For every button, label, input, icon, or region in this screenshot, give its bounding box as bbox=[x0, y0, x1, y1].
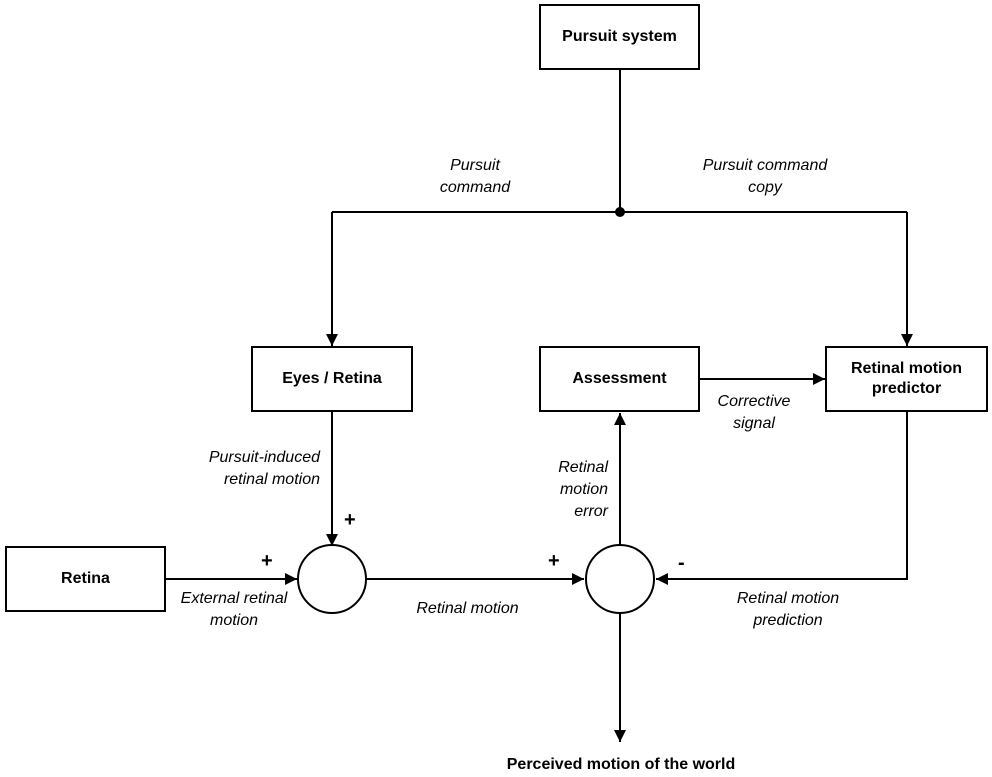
branch-point bbox=[615, 207, 625, 217]
retinal-motion-prediction-label: Retinal motion prediction bbox=[736, 590, 840, 629]
corrective-signal-label: Corrective signal bbox=[717, 393, 791, 432]
pursuit-system-box: Pursuit system bbox=[539, 4, 700, 70]
eyes-retina-box: Eyes / Retina bbox=[251, 346, 413, 412]
sum2-left-sign: + bbox=[548, 550, 560, 572]
pursuit-command-label: Pursuit command bbox=[439, 157, 511, 196]
sum2-right-sign: - bbox=[678, 552, 685, 574]
perceived-motion-label: Perceived motion of the world bbox=[506, 756, 736, 773]
assessment-label: Assessment bbox=[572, 370, 667, 387]
pursuit-system-label: Pursuit system bbox=[562, 28, 677, 45]
retinal-motion-label: Retinal motion bbox=[416, 600, 519, 617]
summing-junction-1 bbox=[297, 544, 367, 614]
sum1-left-sign: + bbox=[261, 550, 273, 572]
retina-box: Retina bbox=[5, 546, 166, 612]
eyes-retina-label: Eyes / Retina bbox=[282, 370, 382, 387]
prediction-line bbox=[656, 412, 908, 585]
summing-junction-2 bbox=[585, 544, 655, 614]
external-retinal-motion-label: External retinal motion bbox=[180, 590, 288, 629]
pursuit-induced-retinal-motion-label: Pursuit-induced retinal motion bbox=[208, 449, 320, 488]
retinal-motion-predictor-label: Retinal motion predictor bbox=[850, 360, 963, 397]
retinal-motion-predictor-box: Retinal motion predictor bbox=[825, 346, 988, 412]
pursuit-command-copy-label: Pursuit command copy bbox=[702, 157, 828, 196]
assessment-box: Assessment bbox=[539, 346, 700, 412]
retina-label: Retina bbox=[61, 570, 110, 587]
retinal-motion-error-label: Retinal motion error bbox=[558, 459, 608, 520]
sum1-top-sign: + bbox=[344, 509, 356, 531]
